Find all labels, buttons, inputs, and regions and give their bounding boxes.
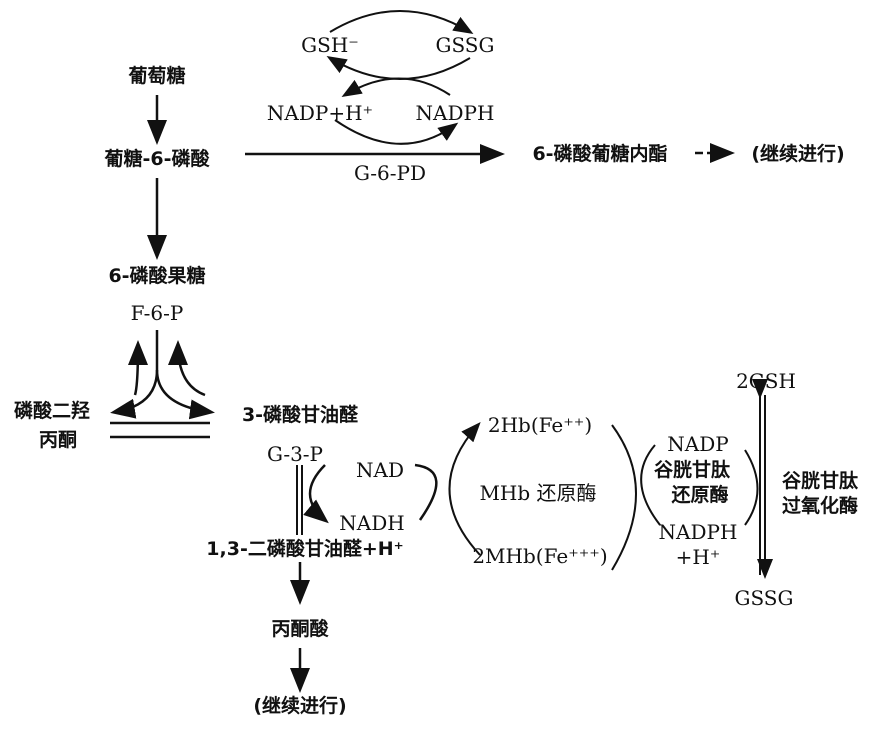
label-g3p-cn: 3-磷酸甘油醛 <box>242 403 359 426</box>
label-mhb: 2MHb(Fe⁺⁺⁺) <box>472 544 607 568</box>
label-continue-bottom: (继续进行) <box>253 694 346 717</box>
label-nadp-h: NADP+H⁺ <box>267 101 373 125</box>
label-f6p: F-6-P <box>131 301 184 325</box>
label-nad: NAD <box>356 458 404 482</box>
label-gsh: GSH⁻ <box>301 33 359 57</box>
arrow-gssg-to-gsh <box>326 55 471 80</box>
label-mhb-reductase: MHb 还原酶 <box>479 481 596 505</box>
arc-hb-to-mhb <box>611 424 637 571</box>
label-nadph: NADPH <box>416 101 495 125</box>
label-g6pd: G-6-PD <box>354 161 426 185</box>
arrow-to-g3p <box>155 369 215 420</box>
label-continue-top: (继续进行) <box>751 142 844 165</box>
label-bpg: 1,3-二磷酸甘油醛+H⁺ <box>206 537 403 560</box>
label-nadh: NADH <box>339 511 404 535</box>
label-gr-2: 还原酶 <box>670 483 728 506</box>
label-gpx-2: 过氧化酶 <box>782 494 858 517</box>
label-2gsh: 2GSH <box>736 369 796 393</box>
label-h: +H⁺ <box>676 545 721 569</box>
label-gpx-1: 谷胱甘肽 <box>782 469 859 492</box>
arc-gr-right <box>744 449 759 526</box>
arrow-nadp-to-nadph <box>334 119 459 145</box>
label-nadp: NADP <box>667 432 728 456</box>
label-g3p: G-3-P <box>267 442 323 466</box>
arrow-nadph-to-nadp <box>341 77 451 98</box>
label-gssg: GSSG <box>435 33 494 57</box>
arc-nadh-nad <box>414 463 438 521</box>
arrow-gsh-to-gssg <box>329 10 474 35</box>
label-dhap-2: 丙酮 <box>39 429 77 451</box>
arrow-g3p-back <box>168 340 206 397</box>
arrow-dhap-back <box>127 340 148 396</box>
arc-gr-left <box>640 444 661 526</box>
label-dhap-1: 磷酸二羟 <box>14 399 90 422</box>
arc-mhb-to-hb <box>448 422 481 556</box>
label-glucose: 葡萄糖 <box>128 64 185 87</box>
label-pyruvate: 丙酮酸 <box>271 617 329 640</box>
label-g6p: 葡糖-6-磷酸 <box>105 147 211 170</box>
label-gssg-bottom: GSSG <box>734 586 793 610</box>
arc-nad-to-nadh <box>303 464 329 524</box>
label-hb: 2Hb(Fe⁺⁺) <box>488 413 592 437</box>
label-gr-1: 谷胱甘肽 <box>654 458 731 481</box>
label-f6p-cn: 6-磷酸果糖 <box>108 264 205 287</box>
label-nadph-gr: NADPH <box>659 520 738 544</box>
label-lactone: 6-磷酸葡糖内酯 <box>532 142 667 165</box>
